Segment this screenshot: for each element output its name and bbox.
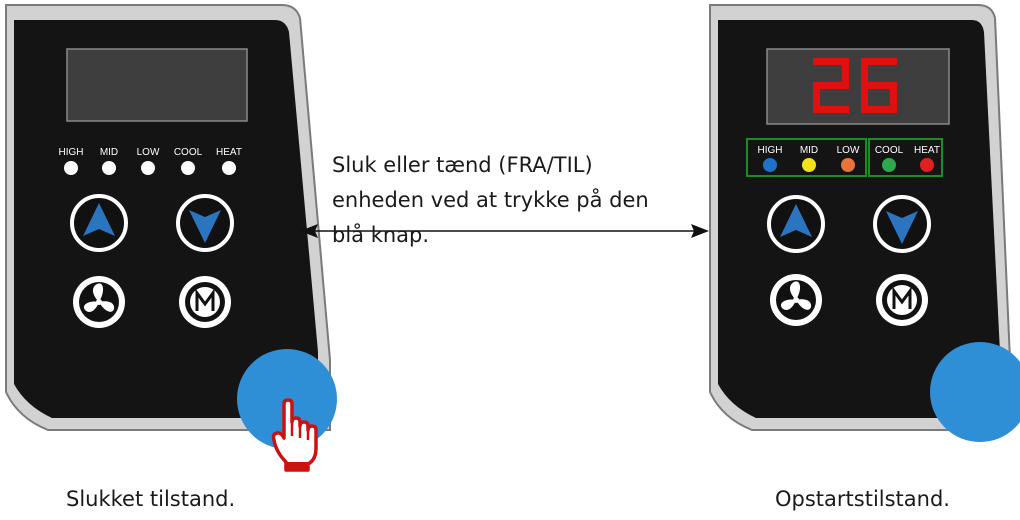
led-mid <box>802 158 816 172</box>
instruction-text: Sluk eller tænd (FRA/TIL) enheden ved at… <box>332 148 702 253</box>
down-arrow-icon <box>189 210 221 243</box>
pointing-hand-icon <box>271 398 318 472</box>
led-label-high: HIGH <box>59 147 84 158</box>
led-label-heat: HEAT <box>914 145 940 156</box>
led-label-heat: HEAT <box>216 147 242 158</box>
control-panel-on: 26 HIGH MID LOW COOL HEAT <box>690 0 1020 442</box>
down-arrow-icon <box>886 211 918 244</box>
led-label-mid: MID <box>100 147 118 158</box>
fan-speed-group-frame <box>746 138 867 177</box>
up-button[interactable] <box>70 194 128 252</box>
power-button[interactable] <box>930 342 1020 442</box>
led-label-low: LOW <box>137 147 160 158</box>
led-label-mid: MID <box>800 145 818 156</box>
mode-button[interactable] <box>876 274 928 326</box>
fan-icon <box>83 283 115 313</box>
instruction-line-2: enheden ved at trykke på den <box>332 188 649 212</box>
led-label-cool: COOL <box>875 145 904 156</box>
mode-m-icon <box>195 288 215 311</box>
led-mid <box>102 161 116 175</box>
display-digits <box>813 58 897 113</box>
display-value: 26 <box>690 0 692 1</box>
left-caption: Slukket tilstand. <box>66 487 236 511</box>
led-heat <box>920 158 934 172</box>
mode-m-icon <box>892 286 912 309</box>
led-low <box>841 158 855 172</box>
control-panel-off: HIGH MID LOW COOL HEAT <box>5 4 337 472</box>
led-label-low: LOW <box>837 145 860 156</box>
down-button[interactable] <box>176 194 234 252</box>
display-screen <box>66 48 248 122</box>
down-button[interactable] <box>873 195 931 253</box>
up-arrow-icon <box>83 203 115 236</box>
led-high <box>64 161 78 175</box>
fan-icon <box>780 281 812 311</box>
fan-button[interactable] <box>770 274 822 326</box>
up-button[interactable] <box>767 195 825 253</box>
up-arrow-icon <box>780 204 812 237</box>
right-caption: Opstartstilstand. <box>775 487 950 511</box>
led-low <box>141 161 155 175</box>
mode-button[interactable] <box>179 276 231 328</box>
led-label-cool: COOL <box>174 147 203 158</box>
led-heat <box>222 161 236 175</box>
led-cool <box>882 158 896 172</box>
mode-group-frame <box>868 138 943 177</box>
led-high <box>763 158 777 172</box>
fan-button[interactable] <box>73 276 125 328</box>
display-screen <box>766 48 950 125</box>
led-cool <box>181 161 195 175</box>
instruction-line-1: Sluk eller tænd (FRA/TIL) <box>332 153 593 177</box>
led-label-high: HIGH <box>758 145 783 156</box>
instruction-line-3: blå knap. <box>332 223 430 247</box>
